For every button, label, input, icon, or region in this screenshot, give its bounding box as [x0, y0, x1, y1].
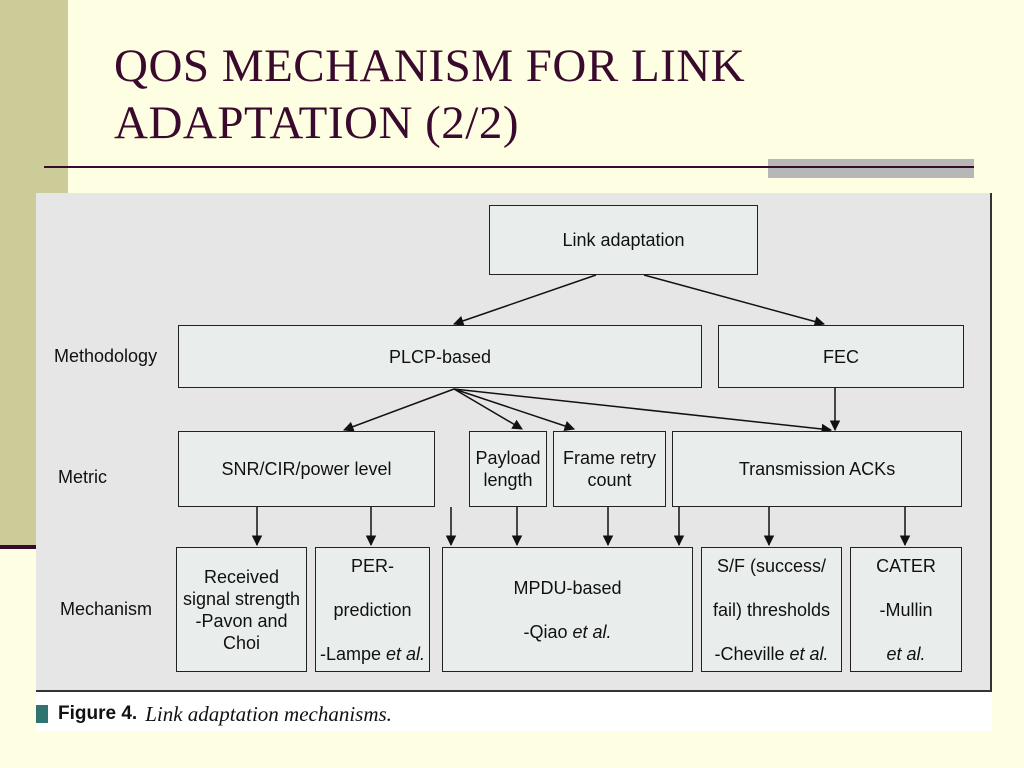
per-etal: et al.	[386, 643, 426, 664]
payload-length-box: Payload length	[469, 431, 547, 507]
sf-line-2: fail) thresholds	[712, 599, 831, 620]
received-signal-strength-box: Received signal strength -Pavon and Choi	[176, 547, 307, 672]
caption-text: Link adaptation mechanisms.	[145, 701, 392, 726]
mpdu-line-2: -Qiao	[523, 621, 573, 642]
arrow-plcp-to-retry	[453, 388, 575, 431]
frame-retry-count-box: Frame retry count	[553, 431, 666, 507]
title-line-2: ADAPTATION (2/2)	[114, 97, 519, 149]
row-label-metric: Metric	[58, 467, 107, 487]
diagram-arrows	[251, 274, 911, 547]
cater-box: CATER -Mullin et al.	[850, 547, 962, 672]
per-prediction-box: PER- prediction -Lampe et al.	[315, 547, 430, 672]
caption-figure-label: Figure 4.	[58, 703, 138, 724]
mpdu-etal: et al.	[572, 621, 612, 642]
side-accent	[0, 545, 36, 549]
transmission-acks-box: Transmission ACKs	[672, 431, 962, 507]
row-label-mechanism: Mechanism	[60, 599, 153, 619]
sf-thresholds-box: S/F (success/ fail) thresholds -Cheville…	[701, 547, 842, 672]
per-line-1: PER-	[350, 555, 394, 576]
cater-line-2: -Mullin	[879, 599, 933, 620]
title-line-1: QOS MECHANISM FOR LINK	[114, 40, 746, 92]
figure-caption: Figure 4. Link adaptation mechanisms.	[36, 701, 392, 727]
caption-marker	[36, 705, 48, 723]
arrow-plcp-to-snr	[343, 388, 455, 432]
cater-line-1: CATER	[876, 555, 936, 576]
sf-etal: et al.	[789, 643, 829, 664]
mpdu-based-box: MPDU-based -Qiao et al.	[442, 547, 693, 672]
mpdu-line-1: MPDU-based	[513, 577, 622, 598]
title-divider	[44, 166, 974, 168]
arrow-root-to-plcp	[453, 274, 597, 326]
figure: Link adaptation Methodology Metric Mecha…	[36, 193, 992, 731]
per-line-3: -Lampe	[319, 643, 386, 664]
row-label-methodology: Methodology	[54, 346, 158, 366]
slide-title: QOS MECHANISM FOR LINK ADAPTATION (2/2)	[114, 38, 974, 152]
snr-cir-power-box: SNR/CIR/power level	[178, 431, 435, 507]
sf-line-1: S/F (success/	[716, 555, 827, 576]
arrow-plcp-to-acks	[453, 388, 833, 435]
sf-line-3: -Cheville	[714, 643, 790, 664]
plcp-based-box: PLCP-based	[178, 325, 702, 388]
cater-etal: et al.	[886, 643, 926, 664]
fec-box: FEC	[718, 325, 964, 388]
arrow-root-to-fec	[643, 274, 826, 327]
link-adaptation-box: Link adaptation	[489, 205, 758, 275]
title-accent-bar	[768, 159, 974, 178]
per-line-2: prediction	[333, 599, 412, 620]
arrow-plcp-to-payload	[453, 388, 523, 430]
